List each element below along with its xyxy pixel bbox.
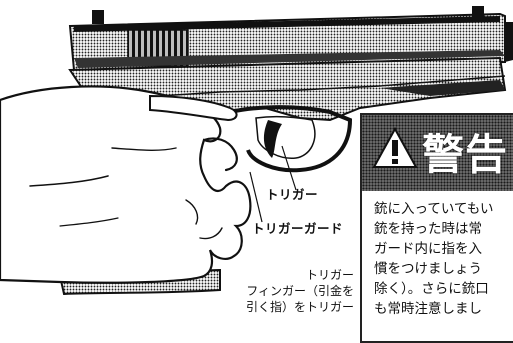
pistol-slide: [68, 6, 513, 72]
trigger-leader-line: [281, 145, 297, 191]
warning-line: 慣をつけましょう: [374, 261, 482, 277]
warning-title: 警告: [422, 130, 509, 179]
caption-line: トリガー: [305, 268, 354, 282]
handgun-illustration: [0, 6, 513, 296]
warning-line: 銃に入っていてもい: [374, 201, 494, 217]
warning-line: 銃を持った時は常: [374, 221, 482, 237]
trigger-label: トリガー: [266, 187, 319, 202]
trigger-guard-leader-line: [249, 171, 263, 223]
exclamation-triangle-icon: [372, 127, 418, 168]
warning-line: 除く）。さらに銃口: [374, 281, 489, 297]
front-sight: [472, 6, 484, 18]
hand-outline: [0, 85, 252, 284]
warning-line: ガード内に指を入: [374, 241, 482, 257]
caption-line: 引く指）をトリガー: [245, 300, 354, 314]
trigger-finger-caption: トリガー フィンガー（引金を 引く指）をトリガー: [212, 267, 354, 315]
rear-sight: [92, 10, 104, 24]
trigger: [263, 120, 282, 158]
caption-line: フィンガー（引金を: [246, 284, 354, 298]
trigger-guard-label: トリガーガード: [252, 221, 344, 236]
warning-body: 銃に入っていてもい 銃を持った時は常 ガード内に指を入 慣をつけましょう 除く）…: [374, 199, 493, 319]
warning-box: 警告 銃に入っていてもい 銃を持った時は常 ガード内に指を入 慣をつけましょう …: [360, 113, 513, 343]
warning-line: も常時注意しまし: [374, 301, 482, 317]
trigger-guard: [209, 105, 353, 173]
warning-header: 警告: [362, 115, 513, 191]
